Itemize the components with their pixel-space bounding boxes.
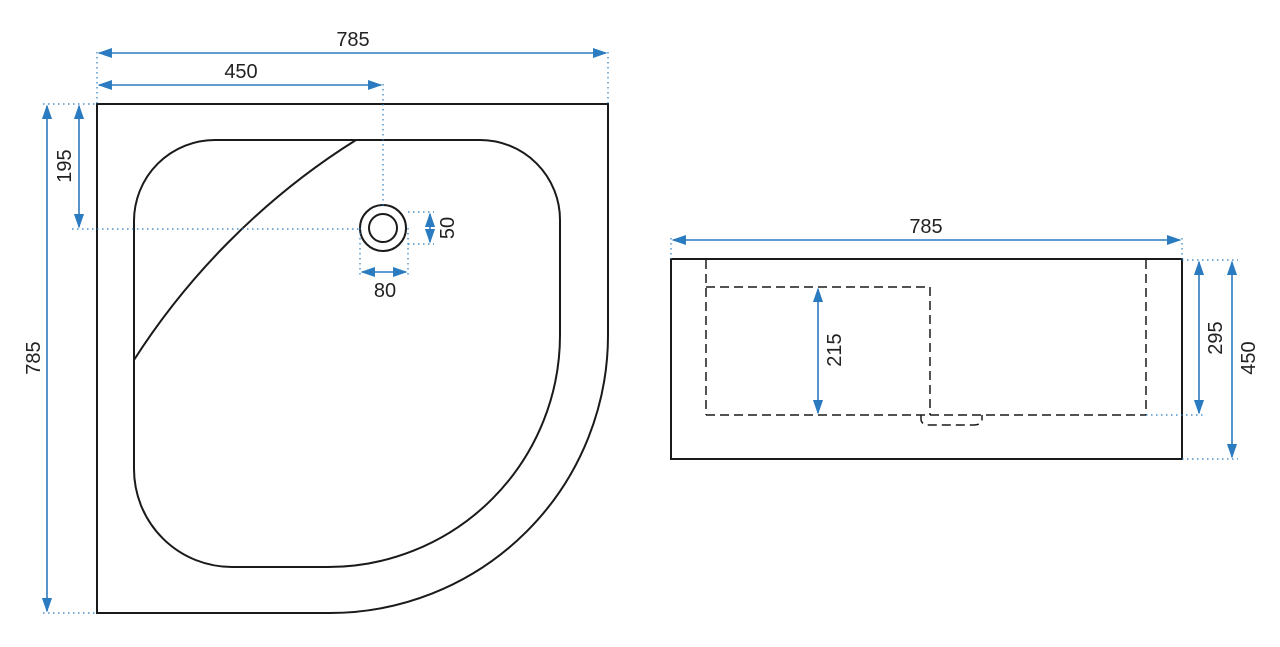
top-overall-depth-label: 785	[23, 341, 45, 374]
top-drain-offset-y-label: 195	[54, 149, 76, 182]
side-view: 785 215 295 450	[670, 216, 1260, 460]
top-view: 785 450 195 785 50 80	[23, 29, 609, 614]
side-inner-depth-label: 215	[824, 333, 846, 366]
top-overall-width-label: 785	[336, 29, 369, 51]
side-outer-outline	[670, 258, 1183, 460]
side-hidden-drain	[920, 415, 983, 426]
side-hidden-inner-basin	[706, 286, 931, 415]
drain-inner-ring	[368, 213, 398, 243]
top-drain-height-label: 50	[437, 217, 459, 239]
side-overall-width-label: 785	[909, 216, 942, 238]
top-drain-offset-x-label: 450	[224, 61, 257, 83]
side-overall-height-label: 450	[1238, 341, 1260, 374]
tray-outer-outline	[96, 103, 609, 614]
drain-outer-ring	[359, 204, 407, 252]
tray-slope-line	[133, 139, 357, 361]
top-drain-width-label: 80	[374, 280, 396, 302]
side-basin-height-label: 295	[1205, 321, 1227, 354]
tray-inner-basin-outline	[133, 139, 561, 568]
